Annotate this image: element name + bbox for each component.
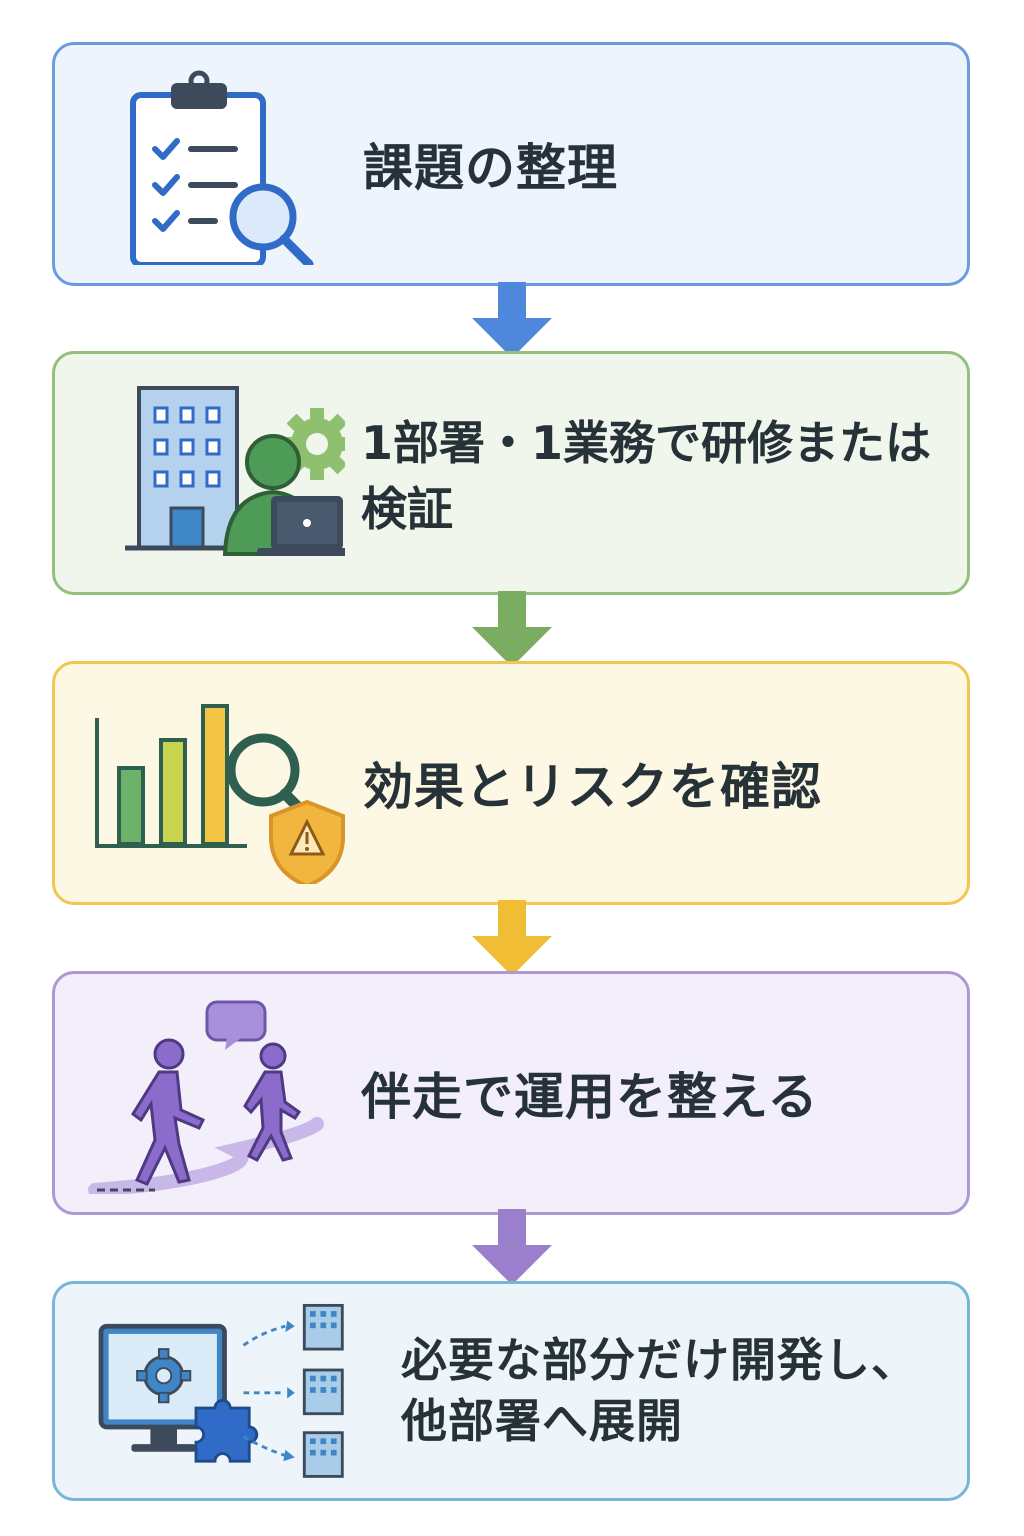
step-1-label: 課題の整理 <box>363 139 618 197</box>
step-5-line-2: 他部署へ展開 <box>401 1394 683 1448</box>
step-5-box: 必要な部分だけ開発し、 他部署へ展開 <box>52 1281 970 1501</box>
down-arrow-icon <box>472 1209 552 1285</box>
down-arrow-icon <box>472 900 552 976</box>
step-2-label: 1部署・1業務で研修または検証 <box>361 416 932 536</box>
step-1-box: 課題の整理 <box>52 42 970 286</box>
chart-risk-shield-icon <box>95 704 345 884</box>
step-5-line-1: 必要な部分だけ開発し、 <box>401 1332 918 1387</box>
gear-icon <box>136 1348 192 1404</box>
monitor-puzzle-buildings-icon <box>98 1303 344 1478</box>
step-3-label: 効果とリスクを確認 <box>363 758 822 816</box>
step-3-box: 効果とリスクを確認 <box>52 661 970 905</box>
walking-people-chat-icon <box>88 1000 324 1194</box>
step-4-label: 伴走で運用を整える <box>361 1068 819 1126</box>
office-worker-laptop-icon <box>125 386 345 556</box>
clipboard-search-icon <box>130 70 314 265</box>
down-arrow-icon <box>472 591 552 667</box>
step-2-box: 1部署・1業務で研修または検証 <box>52 351 970 595</box>
step-4-box: 伴走で運用を整える <box>52 971 970 1215</box>
down-arrow-icon <box>472 282 552 358</box>
step-5-label: 必要な部分だけ開発し、 他部署へ展開 <box>401 1284 918 1498</box>
